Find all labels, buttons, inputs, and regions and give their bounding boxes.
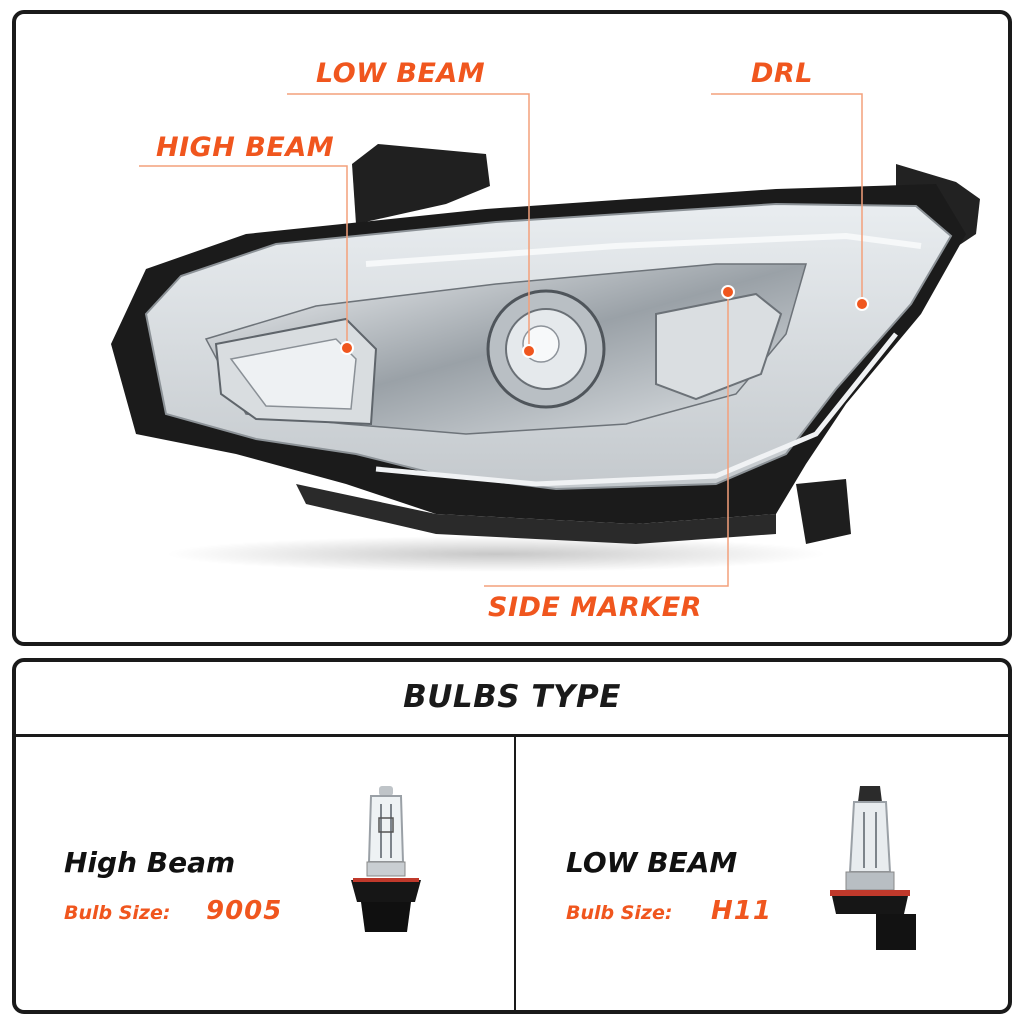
low-beam-bulb-name: LOW BEAM: [566, 846, 738, 879]
bulb-h11-icon: [830, 786, 916, 950]
high-beam-callout: HIGH BEAM: [156, 132, 335, 163]
headlight-diagram-panel: LOW BEAM DRL HIGH BEAM SIDE MARKER: [12, 10, 1012, 646]
drl-callout: DRL: [751, 58, 813, 89]
high-beam-size-value: 9005: [206, 896, 283, 926]
low-beam-size-value: H11: [711, 896, 772, 926]
headlight-assembly-image: [111, 93, 980, 587]
side-marker-callout: SIDE MARKER: [488, 592, 702, 623]
low-beam-callout: LOW BEAM: [316, 58, 486, 89]
high-beam-size-label: Bulb Size:: [64, 902, 171, 924]
bulbs-type-title: BULBS TYPE: [403, 679, 621, 715]
high-beam-bulb-name: High Beam: [64, 846, 236, 879]
bulbs-type-panel: BULBS TYPE High Beam Bulb Size: 9005 LOW…: [12, 658, 1012, 1014]
bulbs-type-header: BULBS TYPE: [16, 662, 1008, 737]
bulbs-divider: [514, 734, 516, 1010]
bulb-9005-icon: [351, 786, 421, 932]
low-beam-size-label: Bulb Size:: [566, 902, 673, 924]
